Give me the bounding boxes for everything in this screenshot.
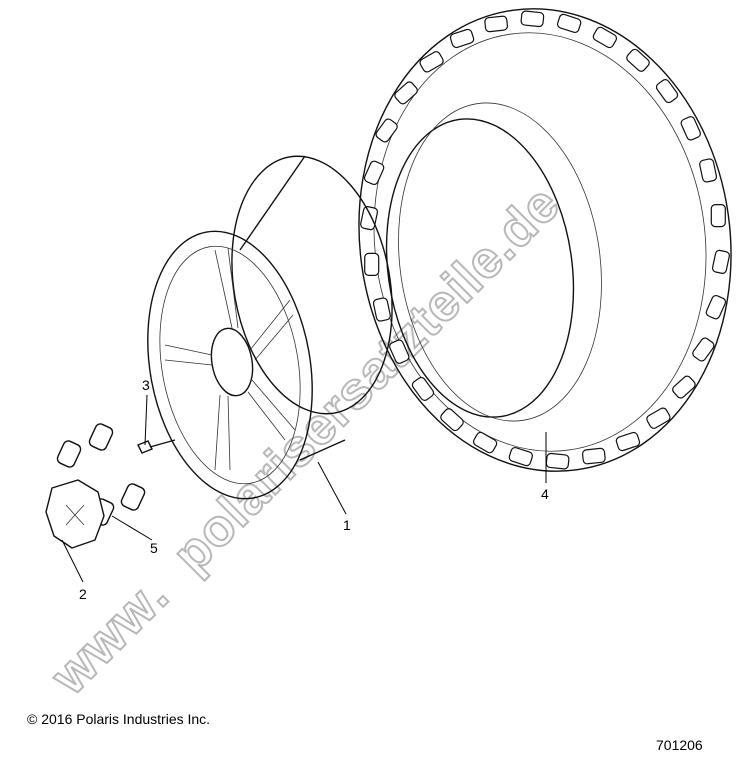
tread-block <box>360 206 379 231</box>
center-cap[interactable] <box>45 479 105 549</box>
callout-5: 5 <box>150 540 158 556</box>
tread-block <box>710 204 726 228</box>
valve-stem[interactable] <box>137 439 176 454</box>
tread-block <box>692 337 715 362</box>
callout-1: 1 <box>343 517 351 533</box>
tread-block <box>472 431 498 454</box>
tread-block <box>711 249 730 274</box>
tread-block <box>484 15 509 33</box>
tread-block <box>375 118 398 143</box>
callout-4: 4 <box>541 486 549 502</box>
tread-block <box>680 116 701 141</box>
callout-3: 3 <box>142 377 150 393</box>
tire[interactable] <box>330 0 746 495</box>
figure-number: 701206 <box>656 737 703 753</box>
tread-block <box>508 446 534 467</box>
tread-block <box>419 51 444 73</box>
tread-block <box>394 81 418 105</box>
tread-block <box>592 26 618 49</box>
tread-block <box>672 375 696 399</box>
tread-block <box>372 297 391 322</box>
tread-block <box>449 28 475 49</box>
callout-labels: 1 2 3 4 5 <box>79 377 549 602</box>
tread-block <box>646 407 671 429</box>
copyright: © 2016 Polaris Industries Inc. <box>27 711 211 727</box>
tread-block <box>615 431 641 452</box>
tread-block <box>581 447 606 465</box>
tread-block <box>411 376 435 401</box>
tread-block <box>545 452 570 470</box>
tread-block <box>364 252 380 276</box>
callout-lines <box>61 394 547 583</box>
tread-block <box>389 339 410 364</box>
tread-block <box>699 158 718 183</box>
tread-block <box>440 408 464 432</box>
tread-block <box>363 160 385 186</box>
tread-block <box>626 48 650 72</box>
callout-2: 2 <box>79 586 87 602</box>
wheel-rim[interactable] <box>128 143 412 511</box>
tread-block <box>556 13 582 34</box>
tread-block <box>655 79 679 104</box>
tread-block <box>705 294 727 320</box>
tread-block <box>520 10 545 28</box>
